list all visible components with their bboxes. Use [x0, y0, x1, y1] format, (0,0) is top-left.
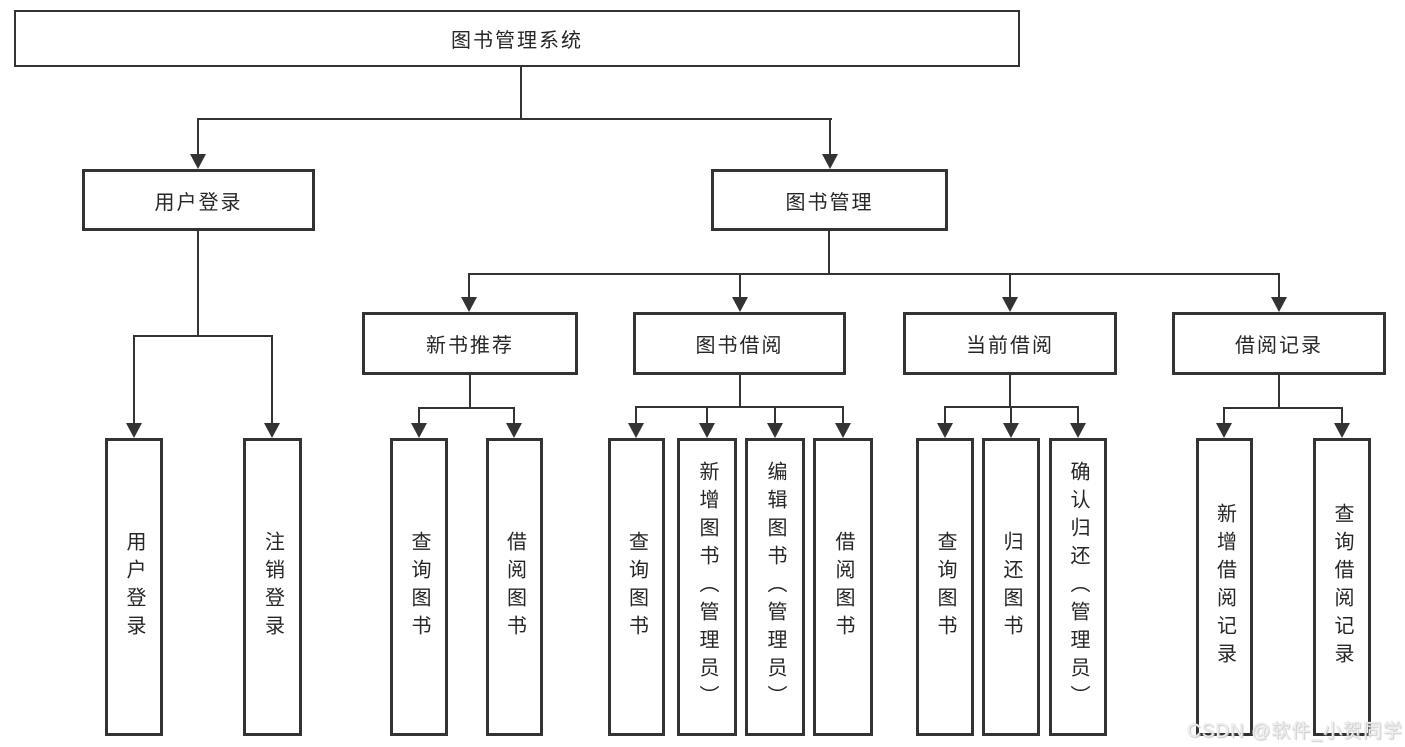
leaf-add-borrow-record: 新增借阅记录: [1196, 438, 1253, 736]
connector-line: [1077, 406, 1079, 424]
leaf-add-book-admin: 新增图书（管理员）: [677, 438, 737, 736]
connector-line: [829, 118, 831, 156]
arrowhead-down-icon: [1334, 423, 1350, 438]
connector-line: [469, 375, 471, 407]
connector-line: [197, 118, 199, 156]
connector-line: [842, 406, 844, 424]
connector-line: [513, 407, 515, 424]
node-label: 借阅记录: [1235, 335, 1323, 357]
arrowhead-down-icon: [126, 423, 142, 438]
connector-line: [635, 406, 637, 424]
connector-line: [468, 273, 1280, 275]
leaf-label: 新增图书（管理员）: [696, 461, 718, 713]
leaf-query-books-borrowing: 查询图书: [608, 438, 665, 736]
connector-line: [520, 67, 522, 118]
node-book-borrowing: 图书借阅: [633, 312, 846, 375]
node-label: 图书管理: [785, 191, 874, 214]
node-borrowing-records: 借阅记录: [1172, 312, 1386, 375]
arrowhead-down-icon: [937, 423, 953, 438]
leaf-confirm-return-admin: 确认归还（管理员）: [1049, 438, 1107, 736]
connector-line: [1223, 407, 1342, 409]
leaf-label: 新增借阅记录: [1213, 503, 1236, 671]
connector-line: [774, 406, 776, 424]
leaf-query-borrow-record: 查询借阅记录: [1313, 438, 1371, 736]
connector-line: [635, 406, 844, 408]
leaf-borrow-books: 借阅图书: [813, 438, 873, 736]
connector-line: [133, 335, 273, 337]
arrowhead-down-icon: [1002, 297, 1018, 312]
arrowhead-down-icon: [767, 423, 783, 438]
arrowhead-down-icon: [822, 154, 838, 169]
leaf-label: 查询借阅记录: [1331, 503, 1353, 671]
connector-line: [1010, 406, 1012, 424]
arrowhead-down-icon: [1216, 423, 1232, 438]
arrowhead-down-icon: [264, 423, 280, 438]
leaf-label: 查询图书: [934, 531, 956, 643]
connector-line: [706, 406, 708, 424]
leaf-label: 查询图书: [625, 531, 648, 643]
leaf-label: 查询图书: [408, 531, 430, 643]
connector-line: [468, 273, 470, 300]
leaf-label: 归还图书: [1000, 531, 1022, 643]
arrowhead-down-icon: [506, 423, 522, 438]
connector-line: [197, 118, 832, 120]
leaf-logout: 注销登录: [243, 438, 302, 736]
leaf-label: 借阅图书: [503, 531, 526, 643]
node-label: 图书管理系统: [451, 30, 583, 52]
node-label: 图书借阅: [695, 335, 784, 357]
csdn-watermark: CSDN @软件_小贺同学: [1187, 721, 1403, 742]
connector-line: [418, 407, 420, 424]
arrowhead-down-icon: [628, 423, 644, 438]
leaf-label: 确认归还（管理员）: [1067, 461, 1089, 713]
node-library-management-system: 图书管理系统: [14, 10, 1020, 67]
leaf-label: 编辑图书（管理员）: [764, 461, 786, 713]
node-label: 用户登录: [154, 191, 243, 214]
connector-line: [271, 335, 273, 423]
connector-line: [944, 406, 946, 424]
node-label: 新书推荐: [426, 335, 514, 357]
arrowhead-down-icon: [411, 423, 427, 438]
node-label: 当前借阅: [966, 335, 1054, 357]
arrowhead-down-icon: [732, 297, 748, 312]
connector-line: [1278, 375, 1280, 407]
connector-line: [828, 231, 830, 273]
leaf-borrow-books-recommend: 借阅图书: [486, 438, 543, 736]
arrowhead-down-icon: [699, 423, 715, 438]
node-book-management: 图书管理: [711, 169, 948, 231]
node-current-borrowing: 当前借阅: [903, 312, 1117, 375]
arrowhead-down-icon: [190, 154, 206, 169]
arrowhead-down-icon: [1070, 423, 1086, 438]
leaf-label: 注销登录: [261, 531, 284, 643]
leaf-user-login: 用户登录: [105, 438, 163, 736]
leaf-label: 借阅图书: [832, 531, 854, 643]
connector-line: [1009, 273, 1011, 300]
connector-line: [739, 375, 741, 406]
connector-line: [1278, 273, 1280, 300]
connector-line: [1009, 375, 1011, 406]
connector-line: [1341, 407, 1343, 424]
leaf-return-book: 归还图书: [982, 438, 1040, 736]
leaf-label: 用户登录: [123, 531, 145, 643]
leaf-query-books-current: 查询图书: [916, 438, 974, 736]
node-user-login: 用户登录: [82, 169, 315, 231]
arrowhead-down-icon: [461, 297, 477, 312]
connector-line: [418, 407, 515, 409]
leaf-query-books-recommend: 查询图书: [390, 438, 448, 736]
arrowhead-down-icon: [835, 423, 851, 438]
arrowhead-down-icon: [1003, 423, 1019, 438]
connector-line: [197, 231, 199, 335]
arrowhead-down-icon: [1271, 297, 1287, 312]
connector-line: [133, 335, 135, 423]
connector-line: [739, 273, 741, 300]
node-new-book-recommendation: 新书推荐: [362, 312, 578, 375]
connector-line: [1223, 407, 1225, 424]
leaf-edit-book-admin: 编辑图书（管理员）: [745, 438, 805, 736]
